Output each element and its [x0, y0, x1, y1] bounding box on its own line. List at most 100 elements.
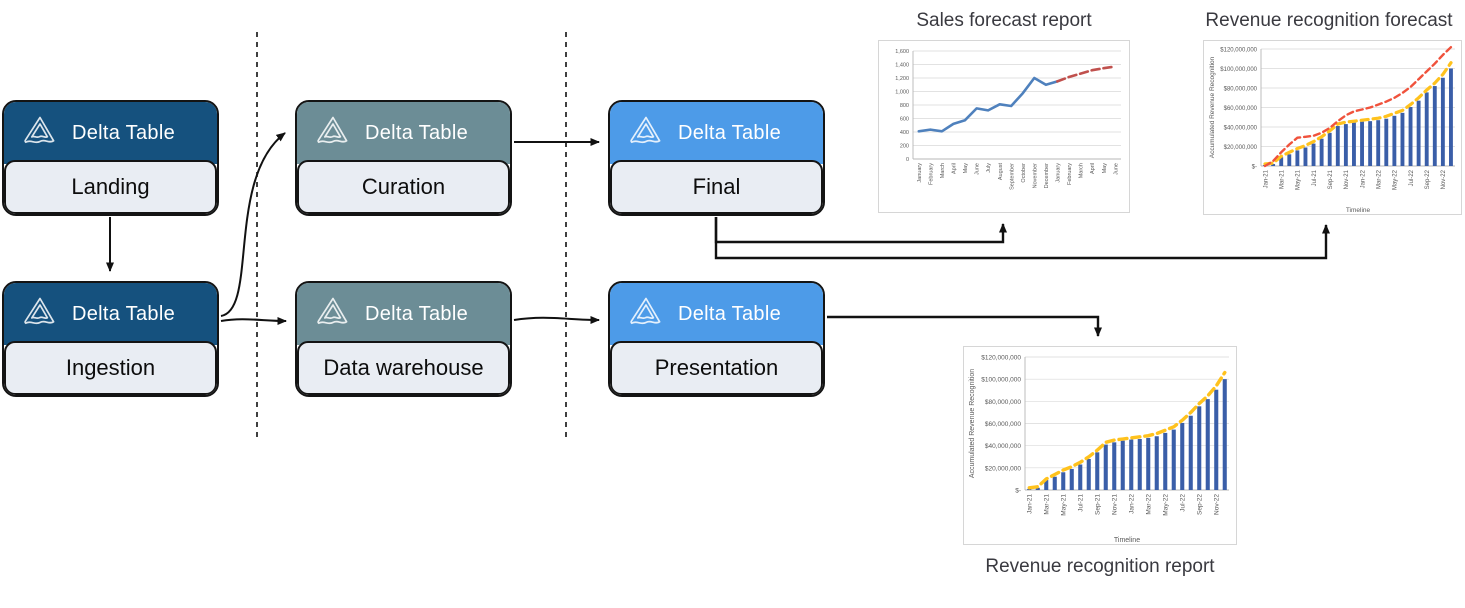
delta-table-landing-header: Delta Table: [4, 102, 217, 164]
revenue-recognition-report-title: Revenue recognition report: [985, 556, 1215, 577]
connector-ingestion-warehouse: [220, 316, 287, 325]
stage-label-final: Final: [610, 160, 823, 214]
connector-final-forecast-chart: [714, 217, 1330, 260]
delta-table-data-warehouse-header: Delta Table: [297, 283, 510, 345]
svg-text:Jul-21: Jul-21: [1312, 169, 1318, 186]
svg-text:$120,000,000: $120,000,000: [981, 354, 1021, 361]
svg-text:Sep-22: Sep-22: [1425, 169, 1431, 189]
svg-text:March: March: [1079, 163, 1085, 178]
delta-lake-logo-icon: [18, 113, 62, 153]
delta-table-ingestion-header: Delta Table: [4, 283, 217, 345]
delta-lake-logo-icon: [624, 294, 668, 334]
svg-text:May: May: [963, 163, 969, 174]
svg-text:$-: $-: [1252, 164, 1257, 170]
delta-table-title: Delta Table: [678, 121, 781, 144]
svg-text:$20,000,000: $20,000,000: [985, 465, 1022, 472]
svg-text:May: May: [1102, 163, 1108, 174]
svg-text:January: January: [1056, 163, 1062, 183]
connector-final-sales-chart: [714, 217, 1007, 244]
svg-text:June: June: [975, 163, 981, 175]
svg-text:Jan-21: Jan-21: [1263, 169, 1269, 188]
svg-text:Jul-22: Jul-22: [1409, 169, 1415, 186]
svg-text:Timeline: Timeline: [1346, 207, 1371, 214]
svg-text:Nov-22: Nov-22: [1214, 494, 1221, 515]
delta-lake-logo-icon: [311, 294, 355, 334]
delta-lake-logo-icon: [624, 113, 668, 153]
svg-text:September: September: [1009, 163, 1015, 190]
svg-text:May-22: May-22: [1163, 494, 1170, 516]
delta-table-presentation: Delta Table Presentation: [608, 281, 825, 397]
svg-text:December: December: [1044, 163, 1050, 189]
delta-table-presentation-header: Delta Table: [610, 283, 823, 345]
svg-text:Mar-22: Mar-22: [1376, 169, 1382, 189]
revenue-recognition-report-chart: $-$20,000,000$40,000,000$60,000,000$80,0…: [963, 346, 1237, 545]
svg-text:May-21: May-21: [1296, 169, 1302, 190]
svg-text:Mar-21: Mar-21: [1044, 494, 1051, 515]
svg-text:Jan-22: Jan-22: [1129, 494, 1136, 514]
svg-text:April: April: [952, 163, 958, 174]
svg-text:Accumulated Revenue Recognitio: Accumulated Revenue Recognition: [1209, 56, 1216, 158]
svg-text:March: March: [940, 163, 946, 178]
svg-text:February: February: [1067, 163, 1073, 185]
delta-table-title: Delta Table: [365, 302, 468, 325]
svg-text:February: February: [928, 163, 934, 185]
svg-text:Nov-22: Nov-22: [1441, 169, 1447, 189]
delta-table-landing: Delta Table Landing: [2, 100, 219, 216]
delta-table-title: Delta Table: [678, 302, 781, 325]
delta-lake-logo-icon: [18, 294, 62, 334]
svg-text:$40,000,000: $40,000,000: [1224, 125, 1258, 131]
svg-text:August: August: [998, 163, 1004, 181]
svg-text:May-22: May-22: [1393, 169, 1399, 190]
connector-presentation-report-chart: [827, 315, 1102, 337]
svg-text:$80,000,000: $80,000,000: [985, 399, 1022, 406]
svg-text:1,200: 1,200: [895, 76, 909, 82]
revenue-recognition-forecast-title: Revenue recognition forecast: [1205, 10, 1453, 31]
svg-text:Sep-21: Sep-21: [1095, 494, 1102, 515]
svg-text:800: 800: [900, 103, 909, 109]
svg-text:$40,000,000: $40,000,000: [985, 443, 1022, 450]
svg-text:Mar-21: Mar-21: [1279, 169, 1285, 189]
delta-table-title: Delta Table: [72, 121, 175, 144]
svg-text:Jul-21: Jul-21: [1078, 494, 1085, 512]
connector-warehouse-presentation: [513, 315, 600, 324]
svg-text:600: 600: [900, 117, 909, 123]
svg-text:July: July: [986, 163, 992, 173]
delta-lake-logo-icon: [311, 113, 355, 153]
svg-text:400: 400: [900, 130, 909, 136]
svg-text:$-: $-: [1015, 487, 1021, 494]
svg-text:1,000: 1,000: [895, 90, 909, 96]
svg-text:Sep-22: Sep-22: [1197, 494, 1204, 515]
svg-text:Jan-21: Jan-21: [1027, 494, 1034, 514]
revenue-recognition-forecast-chart: $-$20,000,000$40,000,000$60,000,000$80,0…: [1203, 40, 1462, 215]
delta-table-curation: Delta Table Curation: [295, 100, 512, 216]
delta-table-data-warehouse: Delta Table Data warehouse: [295, 281, 512, 397]
svg-text:$100,000,000: $100,000,000: [981, 377, 1021, 384]
delta-table-ingestion: Delta Table Ingestion: [2, 281, 219, 397]
svg-text:November: November: [1032, 163, 1038, 189]
stage-label-curation: Curation: [297, 160, 510, 214]
svg-text:April: April: [1090, 163, 1096, 174]
stage-label-landing: Landing: [4, 160, 217, 214]
stage-label-presentation: Presentation: [610, 341, 823, 395]
svg-text:$80,000,000: $80,000,000: [1224, 86, 1258, 92]
svg-text:Jan-22: Jan-22: [1360, 169, 1366, 188]
stage-label-data-warehouse: Data warehouse: [297, 341, 510, 395]
delta-table-final-header: Delta Table: [610, 102, 823, 164]
svg-text:Accumulated Revenue Recognitio: Accumulated Revenue Recognition: [969, 369, 976, 478]
delta-table-title: Delta Table: [365, 121, 468, 144]
delta-table-curation-header: Delta Table: [297, 102, 510, 164]
stage-label-ingestion: Ingestion: [4, 341, 217, 395]
svg-text:January: January: [917, 163, 923, 183]
svg-text:October: October: [1021, 163, 1027, 183]
svg-text:Sep-21: Sep-21: [1328, 169, 1334, 189]
sales-forecast-title: Sales forecast report: [916, 10, 1092, 31]
svg-text:1,400: 1,400: [895, 63, 909, 69]
svg-text:$60,000,000: $60,000,000: [1224, 106, 1258, 112]
svg-text:Mar-22: Mar-22: [1146, 494, 1153, 515]
svg-text:$100,000,000: $100,000,000: [1220, 67, 1257, 73]
svg-text:$120,000,000: $120,000,000: [1220, 47, 1257, 53]
svg-text:Timeline: Timeline: [1114, 537, 1140, 544]
svg-text:200: 200: [900, 144, 909, 150]
delta-table-title: Delta Table: [72, 302, 175, 325]
